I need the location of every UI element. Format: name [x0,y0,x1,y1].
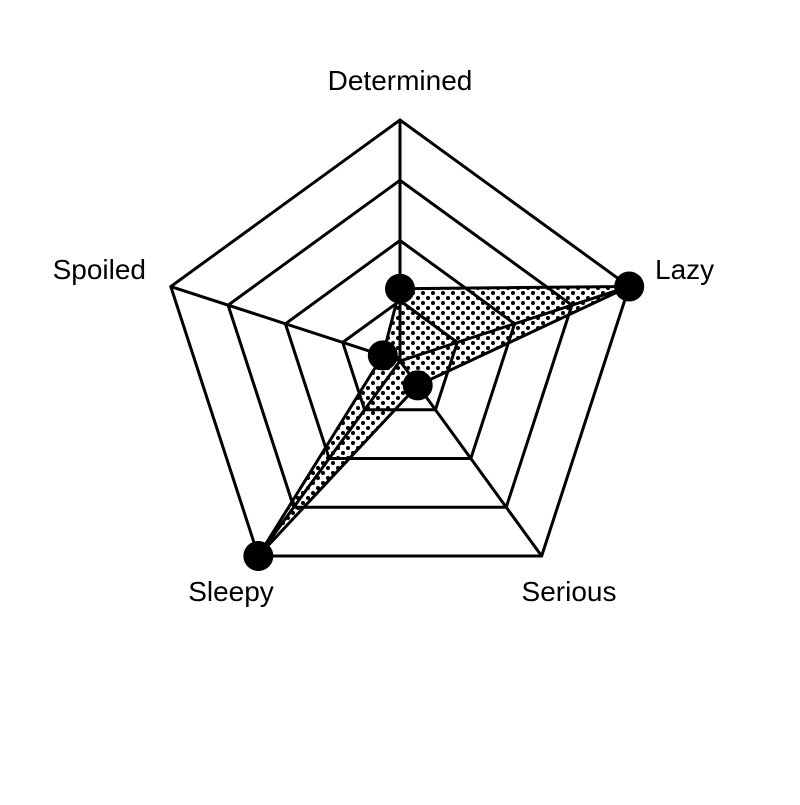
radar-series [243,271,645,571]
axis-spoke-spoiled [170,285,401,363]
data-point-determined [385,273,415,304]
axis-label-lazy: Lazy [655,254,714,285]
axis-label-sleepy: Sleepy [188,576,274,607]
data-point-sleepy [243,540,274,571]
grid-ring-4 [169,118,631,558]
data-point-spoiled [367,340,398,371]
axis-label-spoiled: Spoiled [53,254,146,285]
data-point-lazy [614,271,645,302]
axis-label-determined: Determined [328,65,473,96]
axis-label-serious: Serious [522,576,617,607]
axis-labels: Determined Lazy Serious Sleepy Spoiled [53,65,715,607]
grid-ring-3 [226,178,574,509]
data-point-serious [402,370,433,401]
